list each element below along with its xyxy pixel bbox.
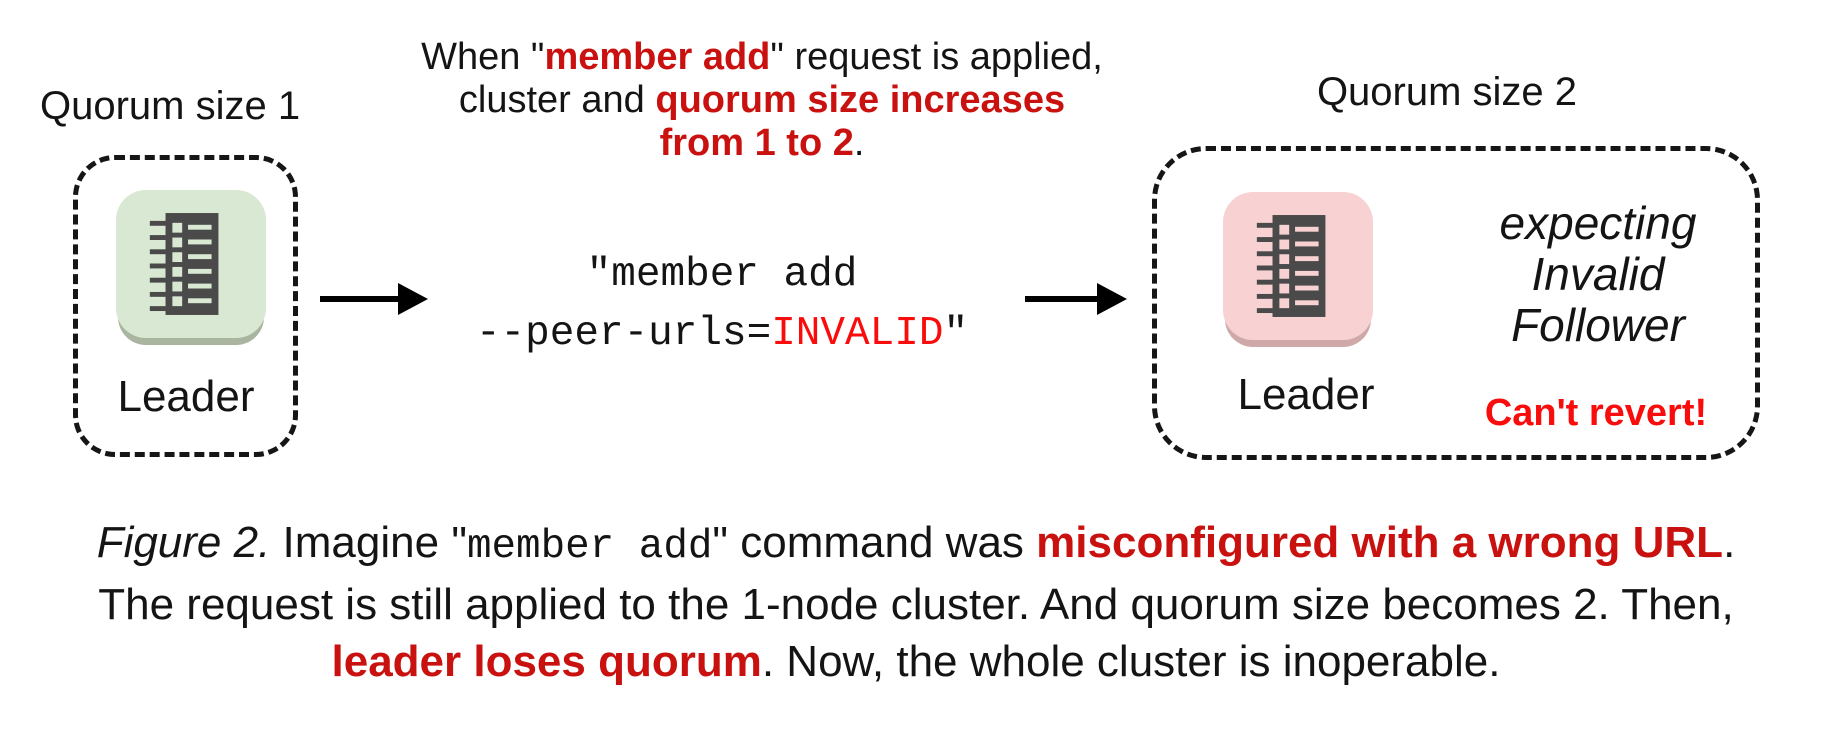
command-invalid-value: INVALID xyxy=(771,311,944,357)
right-arrow-icon xyxy=(320,296,400,302)
right-arrow-icon xyxy=(1025,296,1099,302)
heading-text: cluster and xyxy=(458,79,656,121)
cluster-boundary-right xyxy=(1152,146,1760,460)
heading-text: . xyxy=(853,122,865,164)
heading-member-add: member add xyxy=(544,36,771,78)
quorum-size-2-label: Quorum size 2 xyxy=(1316,70,1578,114)
heading-text: " request is applied, xyxy=(770,36,1103,78)
caption-text: . xyxy=(1723,518,1736,567)
quorum-size-1-label: Quorum size 1 xyxy=(40,84,301,128)
heading-note: When "member add" request is applied, cl… xyxy=(412,36,1112,165)
caption-text: The request is still applied to the 1-no… xyxy=(98,580,1734,629)
right-arrow-head-icon xyxy=(1097,283,1127,315)
member-add-command: "member add --peer-urls=INVALID" xyxy=(420,246,1024,364)
caption-member-add-code: member add xyxy=(466,524,713,570)
invalid-line: Invalid xyxy=(1531,248,1665,300)
heading-text: When " xyxy=(421,36,545,78)
command-line-1: "member add xyxy=(586,252,858,298)
heading-quorum-increase: quorum size increases xyxy=(655,79,1066,121)
command-closing-quote: " xyxy=(943,311,969,357)
figure-number: Figure 2. xyxy=(96,518,271,567)
caption-text: " command was xyxy=(712,518,1037,567)
figure-caption: Figure 2. Imagine "member add" command w… xyxy=(66,514,1766,690)
command-line-2: --peer-urls= xyxy=(475,311,772,357)
leader-label-right: Leader xyxy=(1237,370,1375,419)
caption-text: . Now, the whole cluster is inoperable. xyxy=(761,637,1501,686)
caption-misconfigured-highlight: misconfigured with a wrong URL xyxy=(1036,518,1724,567)
member-list-icon xyxy=(1223,192,1373,340)
cluster-boundary-left xyxy=(73,155,298,457)
expecting-line: expecting xyxy=(1499,197,1697,249)
member-list-icon xyxy=(116,190,266,338)
caption-loses-quorum-highlight: leader loses quorum xyxy=(331,637,762,686)
expecting-invalid-follower-note: expecting Invalid Follower xyxy=(1450,198,1746,351)
leader-label-left: Leader xyxy=(117,372,255,421)
cant-revert-warning: Can't revert! xyxy=(1484,392,1708,434)
right-arrow-head-icon xyxy=(398,283,428,315)
heading-from-1-to-2: from 1 to 2 xyxy=(659,122,854,164)
caption-text: Imagine " xyxy=(270,518,467,567)
follower-line: Follower xyxy=(1511,299,1685,351)
